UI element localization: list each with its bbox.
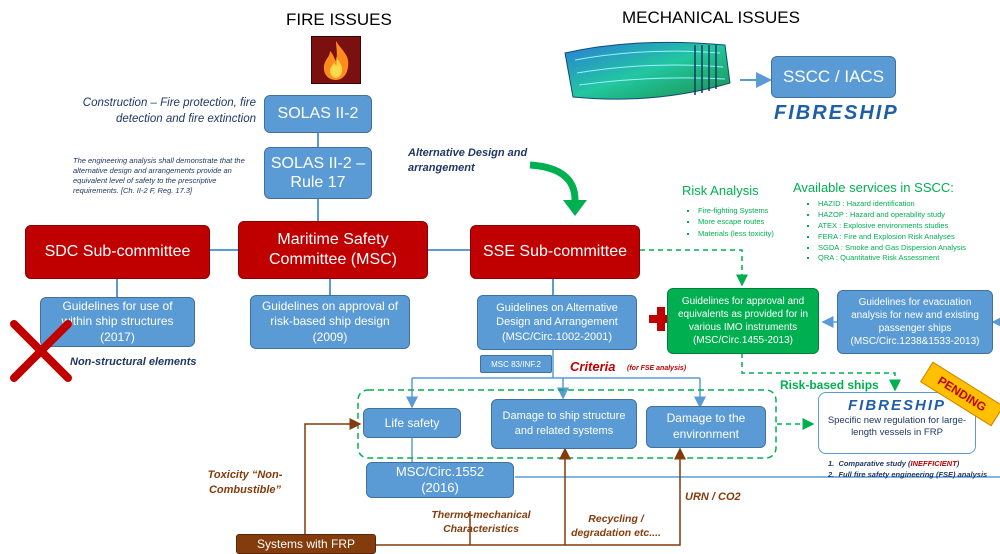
list-item: FERA : Fire and Explosion Risk Analyses	[818, 232, 966, 243]
circ1552-box: MSC/Circ.1552 (2016)	[366, 462, 514, 498]
fire-issues-heading: FIRE ISSUES	[286, 10, 392, 29]
connector-alt-design-arrow	[529, 161, 579, 201]
guidelines-msc-box: Guidelines on approval of risk-based shi…	[250, 295, 410, 349]
criteria-note: (for FSE analysis)	[627, 365, 687, 372]
connector-frp-life	[304, 418, 362, 535]
list-item: SGDA : Smoke and Gas Dispersion Analysis	[818, 243, 966, 254]
list-item: QRA : Quantitative Risk Assessment	[818, 253, 966, 264]
connector-equiv-fibreship	[741, 353, 901, 392]
sscc-services-list: HAZID : Hazard identification HAZOP : Ha…	[808, 199, 966, 264]
guidelines-equivalents-box: Guidelines for approval and equivalents …	[667, 288, 819, 354]
sse-subcommittee-box: SSE Sub-committee	[470, 225, 640, 279]
risk-based-ships-label: Risk-based ships	[780, 378, 879, 392]
risk-analysis-list: Fire-fighting Systems More escape routes…	[688, 205, 774, 239]
damage-environment-box: Damage to the environment	[646, 406, 766, 448]
list-item: Materials (less toxicity)	[698, 228, 774, 239]
solas-rule17-box: SOLAS II-2 – Rule 17	[264, 147, 372, 199]
solas-box: SOLAS II-2	[264, 95, 372, 133]
guidelines-evacuation-box: Guidelines for evacuation analysis for n…	[837, 290, 993, 354]
criteria-label: Criteria	[570, 359, 616, 374]
list-item: Fire-fighting Systems	[698, 205, 774, 216]
fibreship-regulation-box: FIBRESHIP Specific new regulation for la…	[818, 392, 976, 454]
fibreship-logo-top: FIBRESHIP	[774, 102, 899, 124]
urn-co2-label: URN / CO2	[685, 491, 741, 503]
thermo-mechanical-label: Thermo-mechanical Characteristics	[431, 509, 531, 536]
list-item: More escape routes	[698, 216, 774, 227]
toxicity-label: Toxicity “Non-Combustible”	[207, 469, 283, 496]
list-item: ATEX : Explosive environments studies	[818, 221, 966, 232]
red-cross-icon	[8, 318, 74, 384]
fibreship-note-1: 1. Comparative study (INEFFICIENT)	[828, 459, 960, 468]
sscc-iacs-box: SSCC / IACS	[771, 56, 896, 98]
msc83-box: MSC 83/INF.2	[480, 355, 552, 373]
mechanical-issues-heading: MECHANICAL ISSUES	[622, 8, 800, 27]
connector-frp-damage-env	[565, 447, 686, 546]
fibreship-notes: 1. Comparative study (INEFFICIENT) 2. Fu…	[828, 459, 987, 481]
list-item: HAZID : Hazard identification	[818, 199, 966, 210]
fibreship-logo: FIBRESHIP	[847, 397, 946, 414]
sscc-services-title: Available services in SSCC:	[793, 180, 954, 195]
risk-analysis-title: Risk Analysis	[682, 183, 759, 198]
systems-frp-box: Systems with FRP	[236, 534, 376, 554]
plus-icon	[648, 306, 674, 332]
fibreship-regulation-text: Specific new regulation for large-length…	[827, 415, 967, 439]
fibreship-note-2: 2. Full fire safety engineering (FSE) an…	[828, 469, 988, 479]
damage-ship-box: Damage to ship structure and related sys…	[491, 399, 637, 449]
msc-committee-box: Maritime Safety Committee (MSC)	[238, 221, 428, 279]
list-item: HAZOP : Hazard and operability study	[818, 210, 966, 221]
sdc-subcommittee-box: SDC Sub-committee	[25, 225, 210, 279]
non-structural-label: Non-structural elements	[70, 356, 197, 368]
engineering-analysis-note: The engineering analysis shall demonstra…	[73, 156, 245, 196]
construction-label: Construction – Fire protection, fire det…	[82, 97, 256, 125]
life-safety-box: Life safety	[363, 408, 461, 438]
recycling-label: Recycling / degradation etc....	[571, 513, 661, 540]
connector-sse-equiv	[640, 249, 748, 287]
hull-structure-graphic	[555, 35, 735, 111]
guidelines-alternative-box: Guidelines on Alternative Design and Arr…	[477, 295, 637, 350]
flame-icon	[311, 36, 361, 84]
alternative-design-label: Alternative Design and arrangement	[408, 147, 528, 174]
